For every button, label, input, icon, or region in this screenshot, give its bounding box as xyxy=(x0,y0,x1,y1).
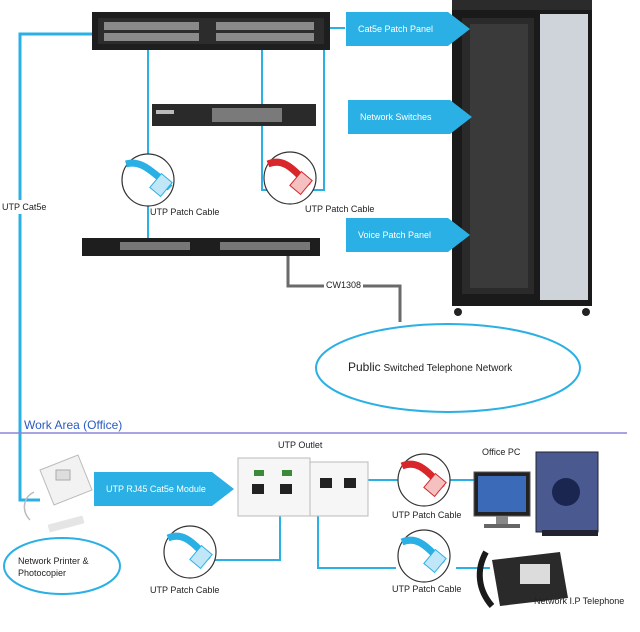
network-ip-telephone-label: Network I.P Telephone xyxy=(534,596,625,606)
ip-telephone-device xyxy=(476,550,568,608)
utp-patch-cable-label-1: UTP Patch Cable xyxy=(150,207,220,217)
network-switches-label: Network Switches xyxy=(348,100,472,134)
network-printer-node xyxy=(3,537,121,595)
rj45-module-label: UTP RJ45 Cat5e Module xyxy=(94,472,234,506)
utp-patch-cable-label-4: UTP Patch Cable xyxy=(392,584,462,594)
office-pc-label: Office PC xyxy=(482,447,521,457)
office-pc-device xyxy=(473,451,599,536)
cat5e-patch-panel-device xyxy=(92,12,330,50)
server-rack-cabinet xyxy=(452,0,592,316)
pstn-cloud xyxy=(315,323,581,413)
utp-outlet-label: UTP Outlet xyxy=(278,440,323,450)
blue-patch-cable-icon-printer xyxy=(163,525,217,579)
voice-patch-panel-device xyxy=(82,238,320,256)
second-outlet-device xyxy=(309,461,369,517)
utp-outlet-device xyxy=(237,457,311,517)
pstn-label-rest: Switched Telephone Network xyxy=(383,363,513,374)
voice-patch-panel-label: Voice Patch Panel xyxy=(346,218,470,252)
cat5e-backbone-cable xyxy=(18,32,92,502)
blue-patch-cable-icon-phone xyxy=(397,529,451,583)
work-area-title: Work Area (Office) xyxy=(24,418,123,432)
pstn-label-public: Public xyxy=(348,360,381,374)
network-printer-label: Network Printer & Photocopier xyxy=(18,556,89,578)
red-patch-cable-icon xyxy=(263,151,317,205)
pstn-label: Public Switched Telephone Network xyxy=(348,360,512,374)
utp-cat5e-label: UTP Cat5e xyxy=(2,200,47,214)
network-switch-device xyxy=(152,104,316,126)
utp-patch-cable-label-5: UTP Patch Cable xyxy=(150,585,220,595)
rj45-module-device xyxy=(23,454,93,533)
blue-patch-cable-icon xyxy=(121,153,175,207)
cw1308-label: CW1308 xyxy=(324,280,364,290)
utp-patch-cable-label-2: UTP Patch Cable xyxy=(305,204,375,214)
red-patch-cable-icon-work xyxy=(397,453,451,507)
utp-patch-cable-label-3: UTP Patch Cable xyxy=(392,510,462,520)
cat5e-patch-panel-label: Cat5e Patch Panel xyxy=(346,12,470,46)
